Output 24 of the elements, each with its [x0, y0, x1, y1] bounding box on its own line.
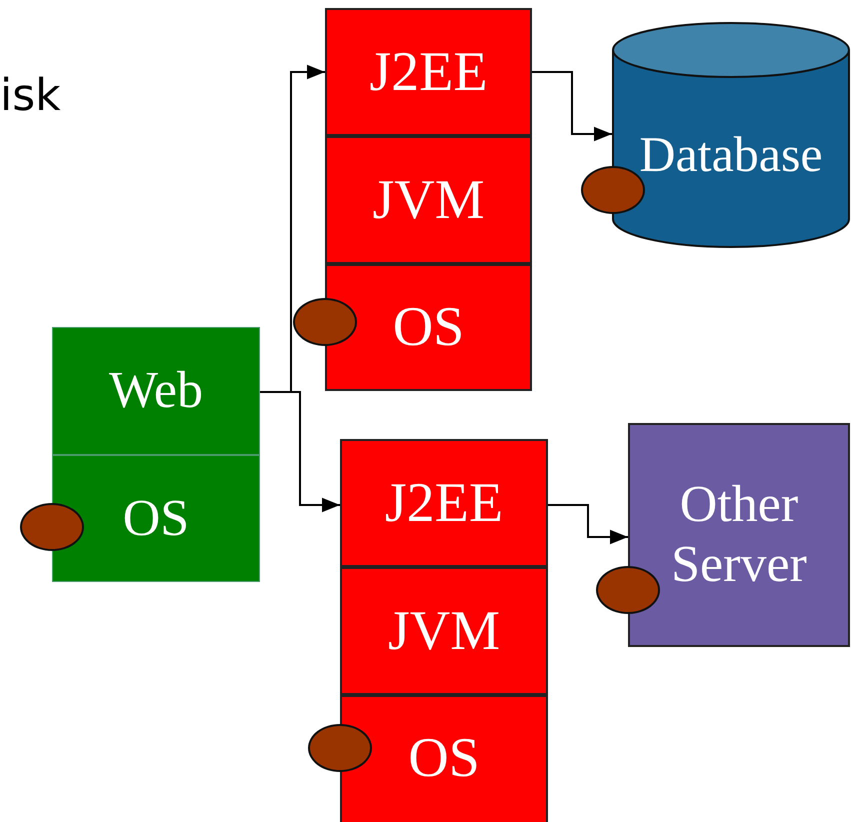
node-label: J2EE — [369, 40, 488, 104]
connector-arrow — [532, 71, 612, 142]
layer-box — [52, 455, 260, 582]
node-label: Web — [109, 361, 203, 421]
layer-box — [52, 327, 260, 455]
node-label: OS — [122, 488, 190, 548]
node-label: JVM — [372, 168, 485, 232]
layer-box — [340, 439, 548, 567]
connector-arrow — [548, 504, 628, 544]
layer-box — [325, 264, 532, 391]
layer-box — [340, 567, 548, 695]
node-label: OS — [408, 726, 480, 790]
layer-box — [340, 695, 548, 822]
connector-arrow — [260, 391, 340, 512]
node-label: Other Server — [670, 475, 808, 595]
risk-marker-ellipse — [293, 298, 357, 346]
node-label: Database — [639, 126, 823, 184]
node-label: OS — [392, 295, 464, 360]
node-label: JVM — [388, 598, 500, 664]
node-label: J2EE — [384, 470, 504, 536]
server-box — [628, 423, 850, 647]
layer-box — [325, 8, 532, 136]
cut-off-text: isk — [0, 70, 61, 121]
layer-box — [325, 136, 532, 264]
